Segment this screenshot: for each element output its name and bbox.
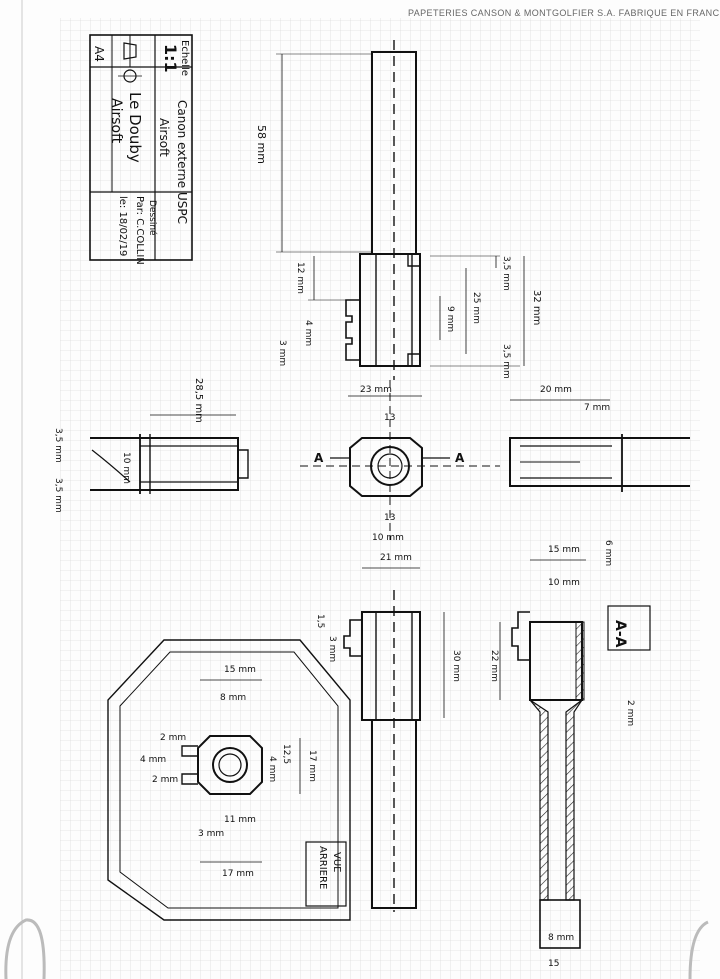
dim-sec-22: 22 mm bbox=[489, 650, 499, 682]
title-format: A4 bbox=[92, 46, 106, 62]
dim-top-32: 32 mm bbox=[531, 290, 542, 325]
dim-sec-2: 2 mm bbox=[625, 700, 635, 726]
dim-rear-17b: 17 mm bbox=[222, 869, 254, 879]
right-view: 20 mm 7 mm 6 mm bbox=[509, 385, 690, 566]
section-view: 15 mm 10 mm 30 mm 22 mm 2 mm 8 mm 15 A-A bbox=[443, 545, 651, 969]
dim-top-length: 58 mm bbox=[255, 125, 268, 164]
dim-center-bottom1: 13 bbox=[384, 513, 395, 523]
title-line2: Airsoft bbox=[157, 118, 171, 157]
dim-rear-11: 11 mm bbox=[224, 815, 256, 825]
date: le: 18/02/19 bbox=[117, 196, 128, 256]
dim-center-top: 23 mm bbox=[360, 385, 392, 395]
dim-top-3: 3 mm bbox=[277, 340, 287, 366]
dim-top-12: 12 mm bbox=[295, 262, 305, 294]
cut-label-left: A bbox=[314, 451, 324, 465]
author: Par: C.COLLIN bbox=[134, 196, 145, 265]
title-block: A4 Echelle 1:1 Canon externe USPC Airsof… bbox=[89, 34, 193, 265]
dim-rear-2b: 2 mm bbox=[152, 775, 178, 785]
left-view: 28,5 mm 3,5 mm 10 mm 3,5 mm bbox=[53, 378, 249, 513]
binder-ring-icon bbox=[4, 918, 46, 979]
grid-paper bbox=[60, 18, 700, 979]
dim-sec-15b: 15 bbox=[548, 959, 559, 969]
dim-center-bottom2: 10 mm bbox=[372, 533, 404, 543]
dim-rear-15: 15 mm bbox=[224, 665, 256, 675]
dim-right-7: 7 mm bbox=[584, 403, 610, 413]
dim-center-w: 13 bbox=[384, 413, 395, 423]
dim-left-10: 10 mm bbox=[121, 452, 131, 484]
dim-sec-30: 30 mm bbox=[451, 650, 461, 682]
dim-rear-2a: 2 mm bbox=[160, 733, 186, 743]
dim-right-20: 20 mm bbox=[540, 385, 572, 395]
dim-rear-4b: 4 mm bbox=[140, 755, 166, 765]
dim-lower-top: 21 mm bbox=[380, 553, 412, 563]
binder-ring-icon bbox=[688, 920, 709, 979]
rear-view-label-2: ARRIERE bbox=[317, 846, 328, 889]
section-label: A-A bbox=[612, 620, 628, 648]
title-line1: Canon externe USPC bbox=[175, 100, 189, 224]
dim-top-35a: 3,5 mm bbox=[501, 256, 511, 291]
title-scale: 1:1 bbox=[161, 44, 180, 73]
dim-sec-8: 8 mm bbox=[548, 933, 574, 943]
cut-label-right: A bbox=[455, 451, 465, 465]
dim-rear-4: 4 mm bbox=[267, 756, 277, 782]
owner-line1: Le Douby bbox=[126, 92, 144, 163]
rear-view-label-1: VUE bbox=[331, 852, 342, 872]
projection-symbol-icon bbox=[118, 42, 142, 83]
top-view: 58 mm 12 mm 4 mm 3 mm 3,5 mm 25 mm 9 mm … bbox=[255, 40, 542, 380]
rear-view: 15 mm 8 mm 17 mm 12,5 4 mm 2 mm 4 mm 2 m… bbox=[107, 639, 351, 921]
dim-rear-17: 17 mm bbox=[307, 750, 317, 782]
dim-lower-3: 3 mm bbox=[327, 636, 337, 662]
dim-rear-3: 3 mm bbox=[198, 829, 224, 839]
paper-manufacturer-text: PAPETERIES CANSON & MONTGOLFIER S.A. FAB… bbox=[408, 8, 720, 18]
lower-view: 21 mm 1,5 3 mm bbox=[315, 553, 421, 912]
title-scale-label: Echelle bbox=[179, 40, 190, 76]
dim-top-35b: 3,5 mm bbox=[501, 344, 511, 379]
front-view: 23 mm 13 13 10 mm A A bbox=[300, 380, 500, 543]
dim-left-35a: 3,5 mm bbox=[53, 428, 63, 463]
dim-top-4: 4 mm bbox=[303, 320, 313, 346]
dim-lower-15: 1,5 bbox=[315, 614, 325, 628]
dim-sec-15: 15 mm bbox=[548, 545, 580, 555]
dim-left-35b: 3,5 mm bbox=[53, 478, 63, 513]
dim-top-9: 9 mm bbox=[445, 306, 455, 332]
dim-rear-125: 12,5 bbox=[281, 744, 291, 764]
dim-right-6: 6 mm bbox=[603, 540, 613, 566]
owner-line2: Airsoft bbox=[108, 98, 124, 144]
drawn-label: Dessiné bbox=[147, 200, 158, 236]
dim-sec-10: 10 mm bbox=[548, 578, 580, 588]
dim-rear-8: 8 mm bbox=[220, 693, 246, 703]
dim-top-25: 25 mm bbox=[471, 292, 481, 324]
dim-left-285: 28,5 mm bbox=[193, 378, 204, 423]
